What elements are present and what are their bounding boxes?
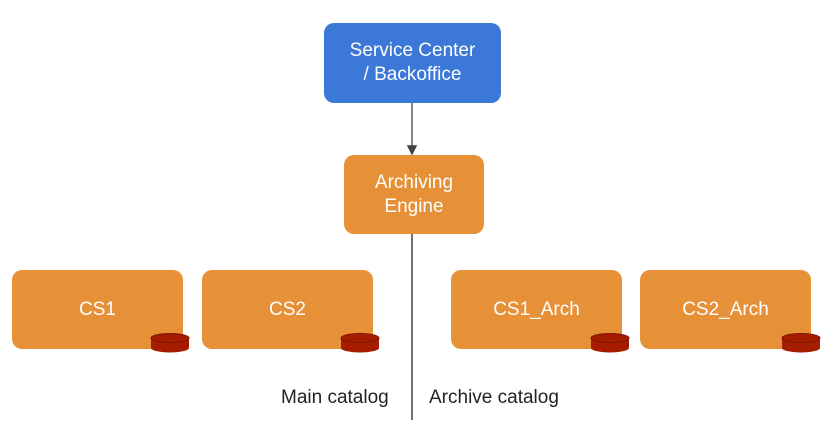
cs1-arch-label: CS1_Arch <box>493 298 580 320</box>
cs2-arch-label: CS2_Arch <box>682 298 769 320</box>
cs1-label: CS1 <box>79 298 116 320</box>
cs2-arch-node[interactable]: CS2_Arch <box>640 270 811 349</box>
archiving-engine-label: Archiving Engine <box>374 171 454 217</box>
archive-catalog-label: Archive catalog <box>429 387 559 408</box>
database-icon <box>590 333 630 353</box>
cs2-label: CS2 <box>269 298 306 320</box>
cs1-arch-node[interactable]: CS1_Arch <box>451 270 622 349</box>
database-icon <box>150 333 190 353</box>
database-icon <box>340 333 380 353</box>
service-center-label: Service Center / Backoffice <box>349 40 476 85</box>
main-catalog-label: Main catalog <box>281 387 389 408</box>
service-center-node[interactable]: Service Center / Backoffice <box>324 23 501 103</box>
database-icon <box>781 333 821 353</box>
archiving-engine-node[interactable]: Archiving Engine <box>344 155 484 234</box>
